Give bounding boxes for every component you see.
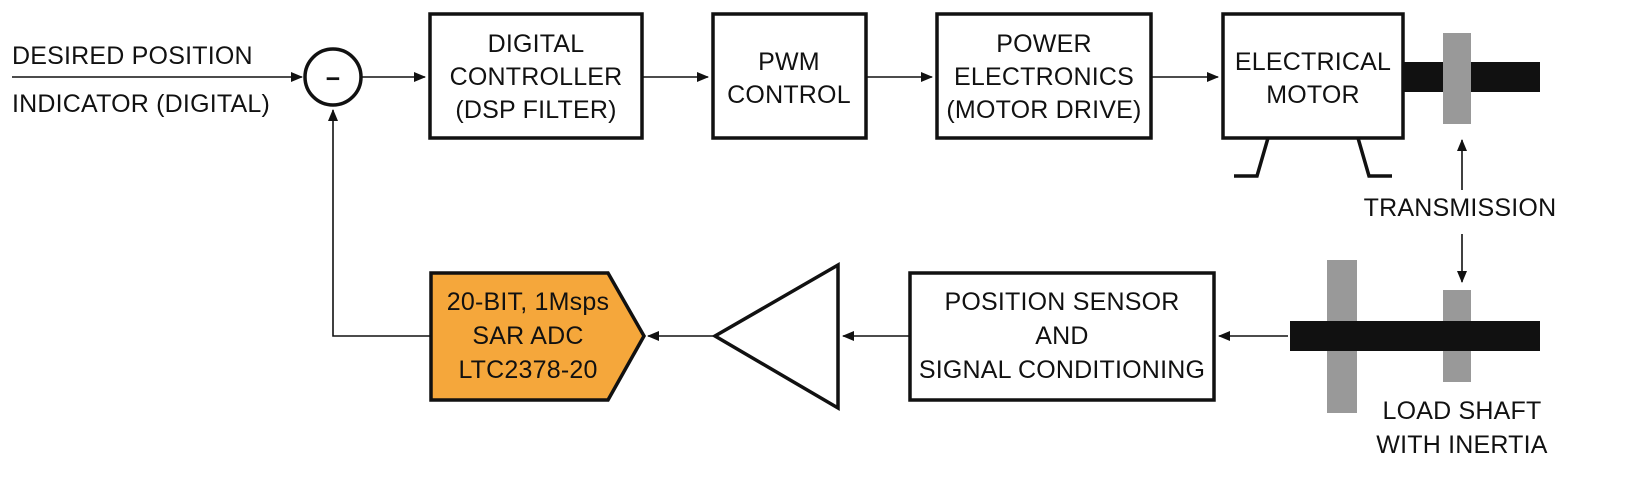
adc-line3: LTC2378-20 [458,356,597,384]
electrical-motor-line1: ELECTRICAL [1235,48,1391,76]
input-label-line2: INDICATOR (DIGITAL) [12,90,270,118]
pwm-control-line1: PWM [758,48,820,76]
amplifier-triangle [711,261,840,412]
power-electronics-block: POWER ELECTRONICS (MOTOR DRIVE) [935,12,1153,140]
electrical-motor-block: ELECTRICAL MOTOR [1221,12,1405,178]
minus-sign: − [326,65,341,93]
power-electronics-line3: (MOTOR DRIVE) [946,96,1141,124]
adc-shape [429,271,647,402]
digital-controller-block: DIGITAL CONTROLLER (DSP FILTER) [428,12,644,140]
power-electronics-line2: ELECTRONICS [954,63,1134,91]
load-shaft [1290,321,1540,351]
pwm-control-block: PWM CONTROL [711,12,868,140]
adc-line2: SAR ADC [472,322,583,350]
digital-controller-line1: DIGITAL [488,30,585,58]
motor-gear [1443,33,1471,124]
position-sensor-line2: AND [1035,322,1088,350]
digital-controller-line2: CONTROLLER [450,63,623,91]
motor-mount-left [1234,137,1270,178]
transmission-label: TRANSMISSION [1364,194,1557,222]
position-sensor-line3: SIGNAL CONDITIONING [919,356,1205,384]
load-shaft-label-line1: LOAD SHAFT [1383,397,1542,425]
position-sensor-block: POSITION SENSOR AND SIGNAL CONDITIONING [908,271,1216,402]
adc-line1: 20-BIT, 1Msps [447,288,609,316]
adc-block: 20-BIT, 1Msps SAR ADC LTC2378-20 [429,271,647,402]
motor-mount-right [1356,137,1392,178]
digital-controller-line3: (DSP FILTER) [455,96,616,124]
feedback-arrow [328,109,431,337]
motor-shaft [1403,62,1540,92]
position-sensor-line1: POSITION SENSOR [945,288,1180,316]
load-shaft-label-line2: WITH INERTIA [1376,431,1548,459]
summing-junction: − [303,47,363,107]
power-electronics-line1: POWER [996,30,1091,58]
electrical-motor-line2: MOTOR [1266,81,1360,109]
pwm-control-line2: CONTROL [727,81,851,109]
input-label-line1: DESIRED POSITION [12,42,253,70]
